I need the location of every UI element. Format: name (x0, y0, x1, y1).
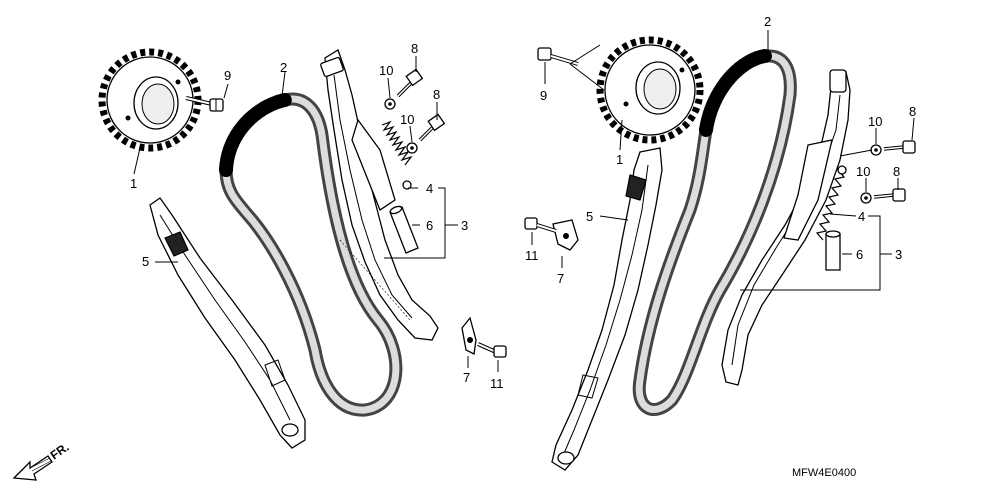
right-tensioner-collar (825, 230, 841, 271)
left-bolt-lower (418, 113, 446, 142)
left-cam-sprocket (98, 48, 202, 152)
label-right-bolt-lower: 8 (893, 164, 900, 179)
right-sprocket-bolt (537, 47, 579, 66)
label-right-collar: 6 (856, 247, 863, 262)
left-washer-upper (384, 98, 396, 110)
label-left-bolt-lower: 8 (433, 87, 440, 102)
label-right-washer-upper: 10 (868, 114, 882, 129)
right-bolt-upper (883, 140, 916, 154)
right-cam-sprocket (596, 36, 704, 144)
left-part-labels: 1 2 3 4 5 6 7 8 8 9 10 10 11 (130, 41, 504, 391)
left-bracket-bolt (477, 342, 507, 358)
label-right-sprocket-bolt: 9 (540, 88, 547, 103)
label-left-tensioner-arm: 4 (426, 181, 433, 196)
label-right-chain: 2 (764, 14, 771, 29)
figure-code: MFW4E0400 (792, 467, 856, 479)
right-chain-tensioner-arm (721, 69, 851, 386)
left-chain-guide (149, 197, 306, 449)
label-left-washer-lower: 10 (400, 112, 414, 127)
left-sprocket-bolt (185, 96, 224, 112)
right-chain-guide (551, 147, 663, 471)
left-bolt-upper (396, 68, 424, 98)
label-left-sprocket: 1 (130, 176, 137, 191)
label-left-chain: 2 (280, 60, 287, 75)
left-cam-chain (219, 92, 403, 417)
label-right-guide: 5 (586, 209, 593, 224)
right-washer-lower (860, 192, 872, 204)
front-indicator-label: FR. (48, 440, 72, 463)
label-left-bracket: 7 (463, 370, 470, 385)
label-right-washer-lower: 10 (856, 164, 870, 179)
right-bracket-bolt (524, 217, 557, 233)
left-washer-lower (406, 142, 418, 154)
front-arrow-icon (12, 455, 53, 481)
label-right-bolt-upper: 8 (909, 104, 916, 119)
label-left-bracket-bolt: 11 (490, 376, 504, 391)
left-bracket (461, 316, 477, 355)
right-bolt-lower (873, 188, 906, 202)
left-tensioner-spring (381, 120, 413, 190)
left-chain-tensioner-arm (320, 49, 439, 341)
right-washer-upper (870, 144, 882, 156)
right-assembly: 1 2 3 4 5 6 7 8 8 9 10 10 11 (524, 14, 916, 471)
label-left-tensioner-assy: 3 (461, 218, 468, 233)
right-tensioner-spring (815, 165, 847, 241)
label-left-sprocket-bolt: 9 (224, 68, 231, 83)
left-tensioner-collar (389, 205, 419, 254)
label-right-bracket-bolt: 11 (525, 248, 539, 263)
right-cam-chain (632, 49, 797, 416)
label-right-tensioner-arm: 4 (858, 209, 865, 224)
right-leader-lines (531, 30, 915, 291)
label-left-collar: 6 (426, 218, 433, 233)
left-assembly: 1 2 3 4 5 6 7 8 8 9 10 10 11 (98, 41, 507, 449)
front-indicator: FR. (12, 440, 72, 481)
right-part-labels: 1 2 3 4 5 6 7 8 8 9 10 10 11 (525, 14, 916, 286)
left-leader-lines (133, 56, 499, 372)
label-right-sprocket: 1 (616, 152, 623, 167)
label-right-tensioner-assy: 3 (895, 247, 902, 262)
label-right-bracket: 7 (557, 271, 564, 286)
label-left-washer-upper: 10 (379, 63, 393, 78)
label-left-bolt-upper: 8 (411, 41, 418, 56)
label-left-guide: 5 (142, 254, 149, 269)
right-bracket (552, 219, 579, 251)
